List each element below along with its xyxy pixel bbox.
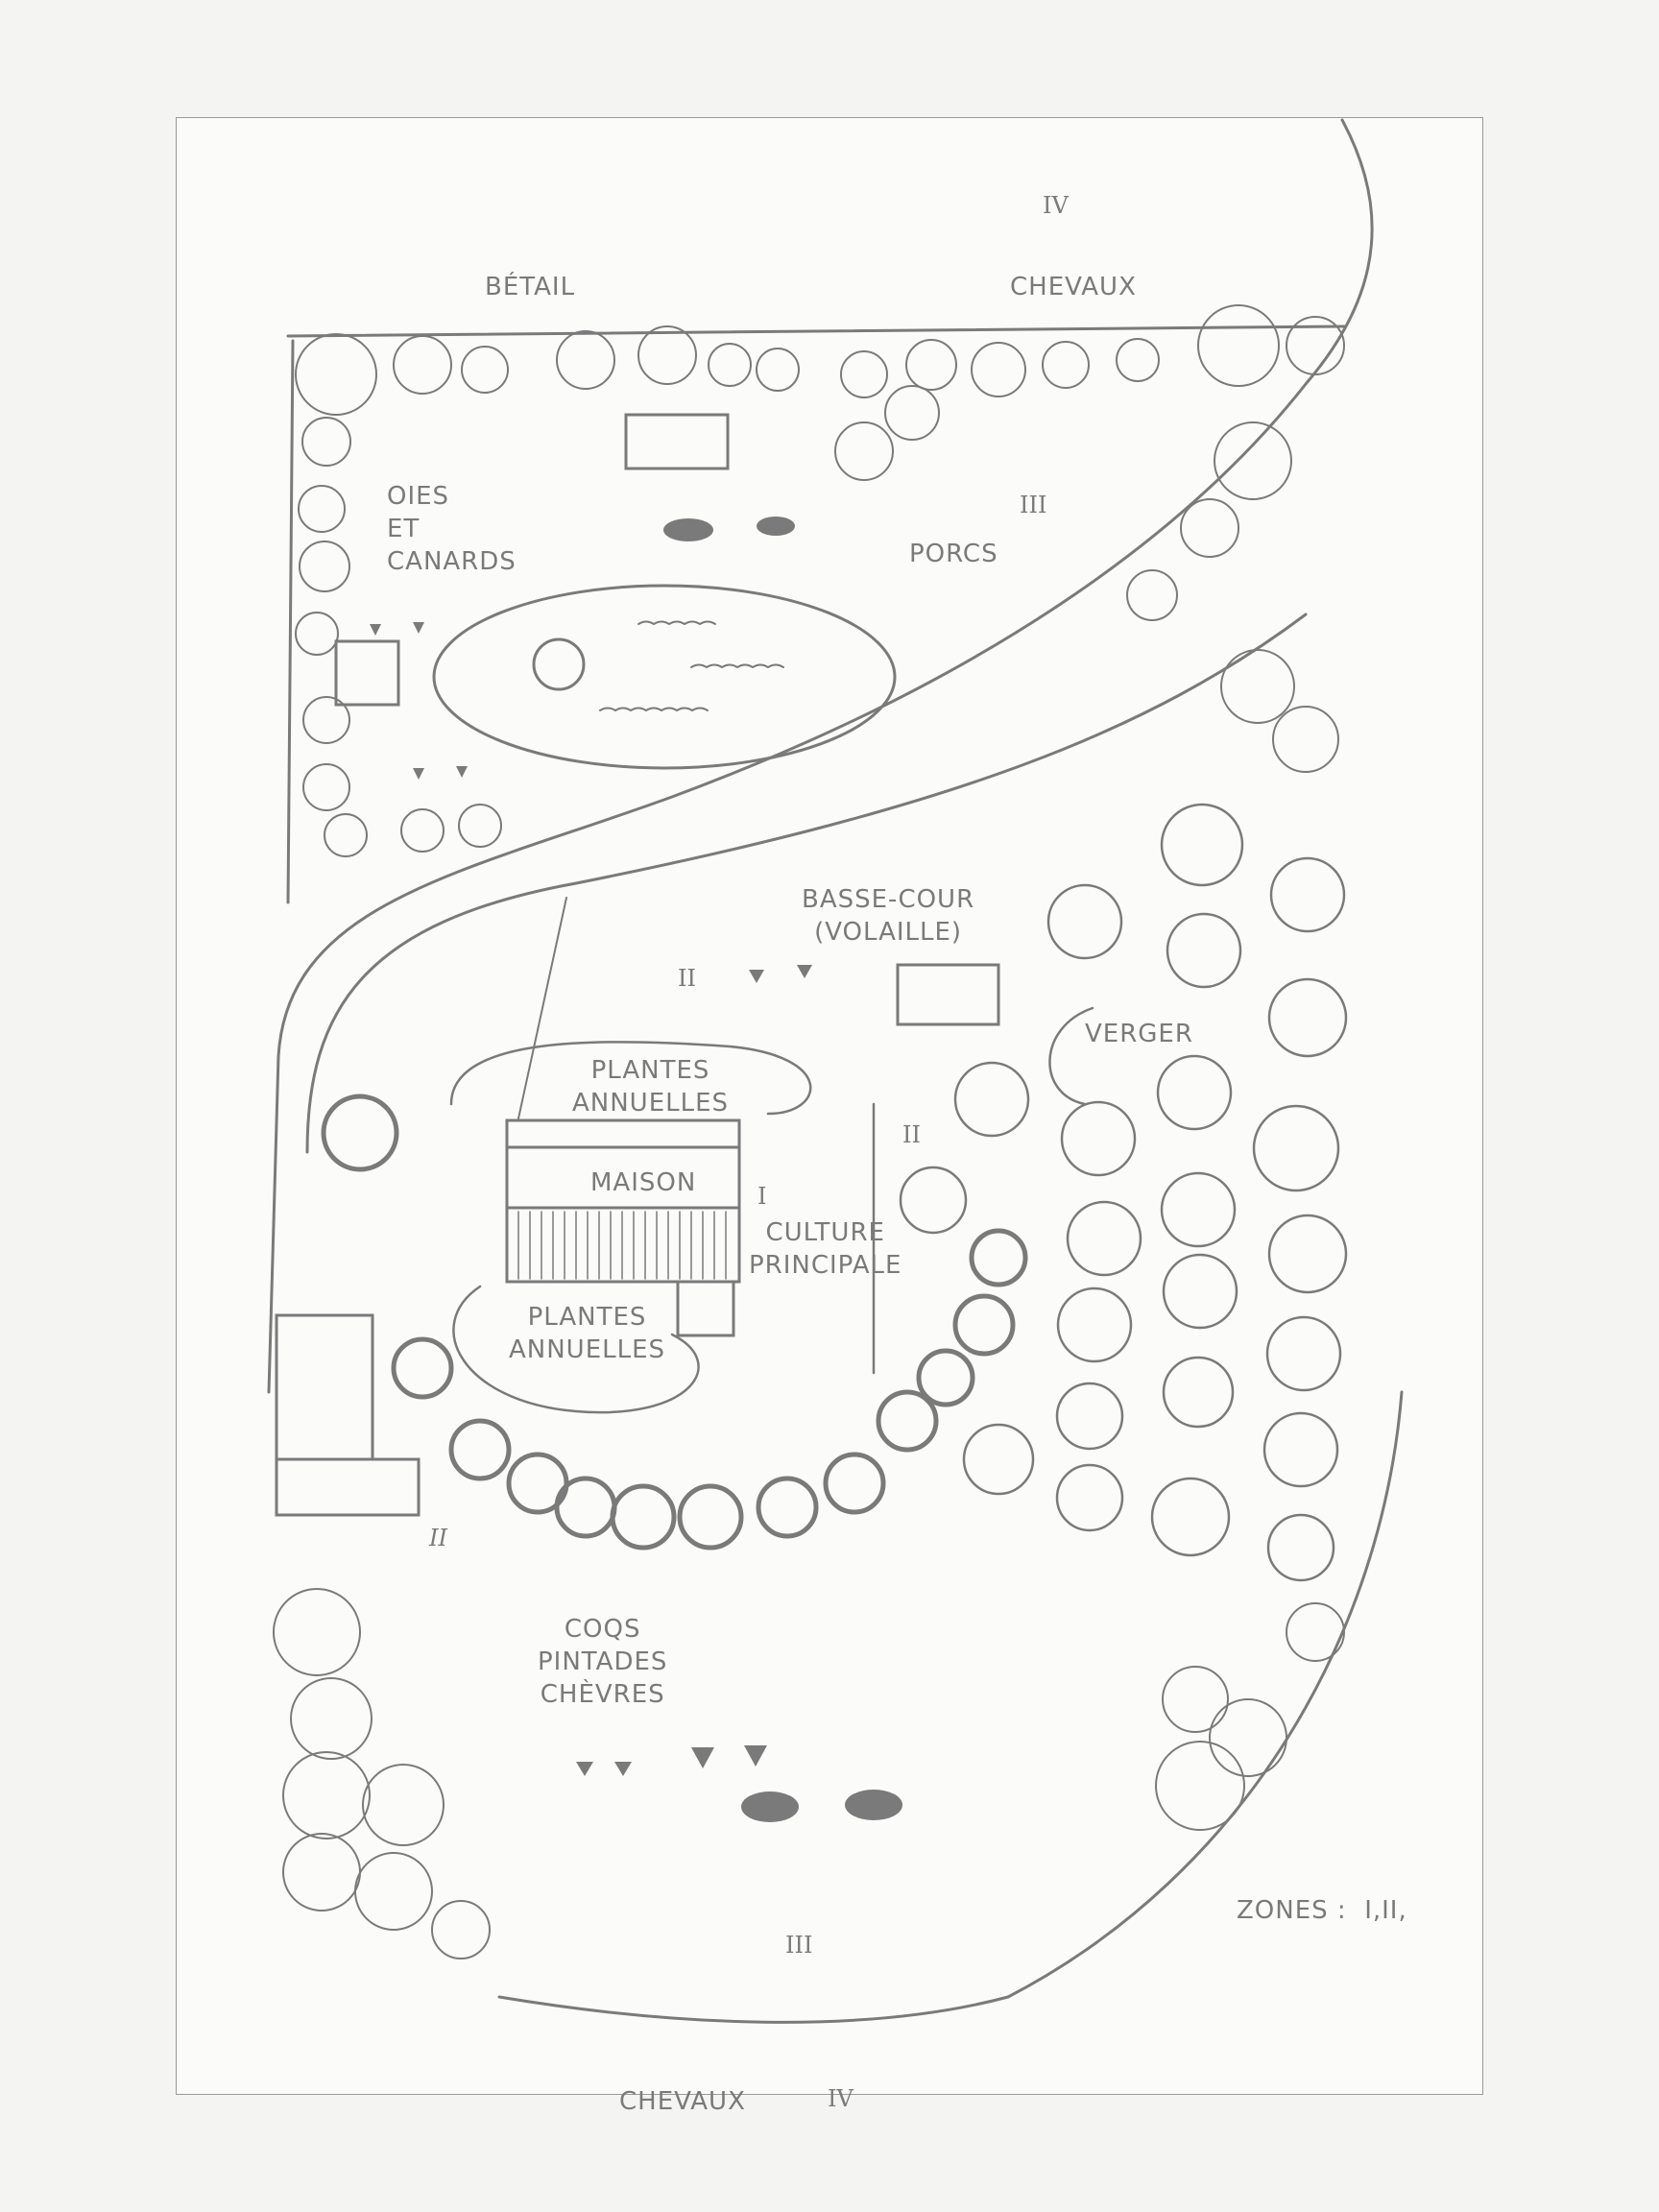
label-culture-principale: CULTURE PRINCIPALE [749, 1218, 902, 1280]
road-curve [267, 118, 1374, 1394]
annual-bed-top [449, 1041, 812, 1116]
hedge-arc [321, 1094, 1028, 1551]
hedge-top [295, 304, 1345, 773]
poultry-house [896, 963, 1000, 1026]
zone-marker-top-iv: IV [1043, 192, 1069, 219]
label-basse-cour: BASSE-COUR (VOLAILLE) [802, 885, 975, 947]
label-chevaux-top: CHEVAUX [1010, 273, 1137, 301]
house [505, 1145, 741, 1284]
label-verger: VERGER [1085, 1020, 1193, 1048]
pond [432, 584, 897, 770]
north-fence [286, 325, 1346, 338]
label-maison: MAISON [590, 1168, 697, 1197]
label-zones-legend: ZONES : I,II, [1237, 1896, 1407, 1925]
label-plantes-annuelles-top: PLANTES ANNUELLES [572, 1056, 730, 1118]
label-porcs: PORCS [909, 540, 998, 568]
zone-marker-upper-iii: III [1020, 492, 1047, 518]
road-curve-inner [305, 613, 1308, 1154]
orchard [899, 803, 1348, 1582]
zone-marker-house-i: I [757, 1183, 767, 1210]
zone-marker-right-ii: II [902, 1121, 921, 1148]
zone-marker-bottom-iv: IV [828, 2085, 854, 2112]
house-terrace [505, 1118, 741, 1149]
label-chevaux-bottom: CHEVAUX [619, 2087, 746, 2116]
east-boundary [497, 1390, 1404, 2024]
greenhouse [676, 1280, 735, 1337]
left-shed [275, 1313, 374, 1461]
animal-silhouettes [370, 517, 902, 1822]
label-oies-canards: OIES ET CANARDS [387, 482, 517, 576]
left-barn [275, 1457, 421, 1517]
label-plantes-annuelles-bottom: PLANTES ANNUELLES [509, 1303, 666, 1364]
label-betail: BÉTAIL [485, 273, 576, 301]
pond-island [532, 637, 586, 691]
annual-bed-bottom [452, 1285, 700, 1414]
west-fence [286, 339, 295, 904]
label-coqs-pintades-chevres: COQS PINTADES CHÈVRES [538, 1615, 668, 1709]
zone-marker-middle-ii: II [678, 965, 696, 992]
duck-house [334, 639, 400, 707]
verger-arc [1048, 1006, 1094, 1106]
shed-top [624, 413, 730, 470]
zone-marker-left-ii: II [429, 1525, 447, 1551]
zone-marker-bottom-iii: III [785, 1932, 813, 1959]
